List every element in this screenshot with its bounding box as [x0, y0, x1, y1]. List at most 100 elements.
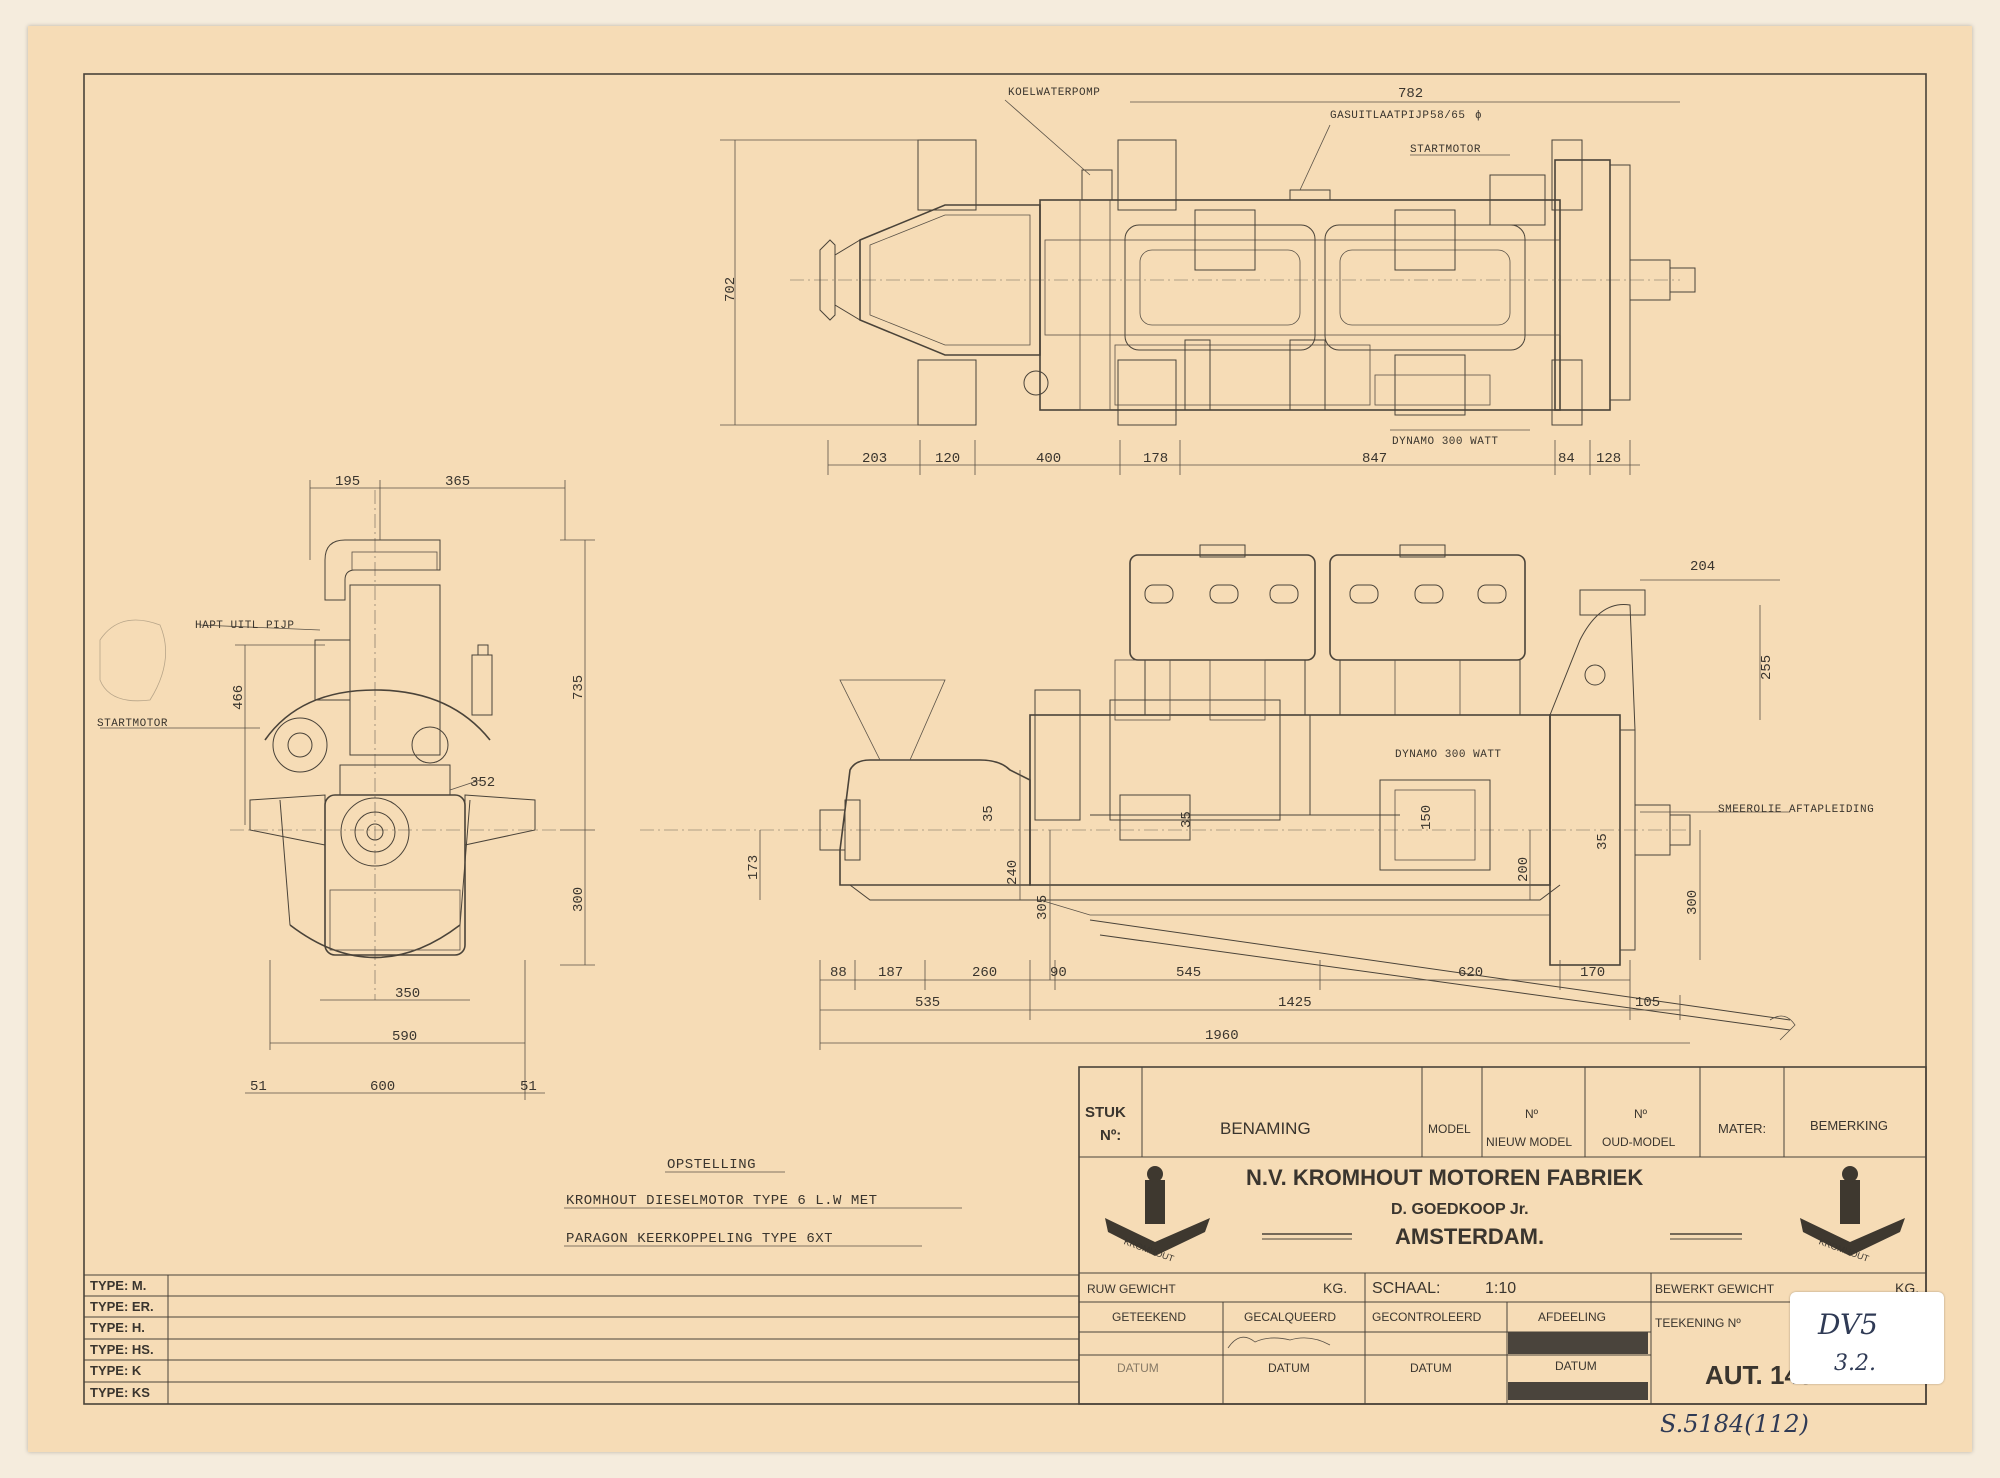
top-view: KOELWATERPOMP GASUITLAATPIJP 58/65 ϕ STA… [720, 86, 1696, 475]
tb-schaal: SCHAAL: [1372, 1280, 1440, 1297]
label-koelwaterpomp: KOELWATERPOMP [1008, 87, 1100, 99]
type-row-h: TYPE: H. [90, 1320, 145, 1335]
caption-line-2: KROMHOUT DIESELMOTOR TYPE 6 L.W MET [566, 1193, 878, 1209]
dim-120: 120 [935, 451, 960, 467]
dim-352: 352 [470, 775, 495, 791]
dim-365: 365 [445, 474, 470, 490]
dim-35-c: 35 [1595, 833, 1611, 850]
dim-305: 305 [1035, 895, 1051, 920]
dim-260: 260 [972, 965, 997, 981]
dim-35-a: 35 [981, 805, 997, 822]
dim-195: 195 [335, 474, 360, 490]
label-hapt-uitl-pijp: HAPT UITL PIJP [195, 620, 294, 632]
tb-model: MODEL [1428, 1122, 1471, 1136]
signature [1227, 1336, 1331, 1349]
drawing-sheet [28, 26, 1972, 1452]
tb-gecalqueerd: GECALQUEERD [1244, 1310, 1336, 1324]
dim-1425: 1425 [1278, 995, 1312, 1011]
dim-702: 702 [723, 277, 739, 302]
drawing-border [83, 73, 1927, 1405]
dim-150: 150 [1419, 805, 1435, 830]
type-row-er: TYPE: ER. [90, 1299, 154, 1314]
label-gasuitlaatpijp: GASUITLAATPIJP [1330, 110, 1429, 122]
dim-400: 400 [1036, 451, 1061, 467]
label-startmotor-top: STARTMOTOR [1410, 144, 1481, 156]
caption-line-3: PARAGON KEERKOPPELING TYPE 6XT [566, 1231, 833, 1247]
dim-187: 187 [878, 965, 903, 981]
dim-203: 203 [862, 451, 887, 467]
dim-170: 170 [1580, 965, 1605, 981]
dim-84: 84 [1558, 451, 1575, 467]
dim-51-right: 51 [520, 1079, 537, 1095]
archive-number: S.5184(112) [1660, 1410, 1809, 1438]
kromhout-logo-left: KROMHOUT [1105, 1166, 1210, 1264]
tb-schaal-value: 1:10 [1485, 1280, 1516, 1297]
dim-1960: 1960 [1205, 1028, 1239, 1044]
dim-200: 200 [1516, 857, 1532, 882]
dim-240: 240 [1005, 860, 1021, 885]
label-startmotor-end: STARTMOTOR [97, 718, 168, 730]
note-card-text: DV5 3.2. [1817, 1308, 1878, 1376]
dim-620: 620 [1458, 965, 1483, 981]
tb-bemerking: BEMERKING [1810, 1118, 1888, 1133]
tb-benaming: BENAMING [1220, 1119, 1311, 1138]
dim-735: 735 [571, 675, 587, 700]
tb-afdeeling: AFDEELING [1538, 1310, 1606, 1324]
title-block: STUK Nº: BENAMING MODEL Nº NIEUW MODEL N… [1078, 1066, 1927, 1405]
dim-178: 178 [1143, 451, 1168, 467]
caption-title: OPSTELLING [667, 1157, 756, 1173]
tb-nieuw-model: NIEUW MODEL [1486, 1135, 1572, 1149]
tb-owner: D. GOEDKOOP Jr. [1391, 1201, 1529, 1218]
tb-nieuw-no: Nº [1525, 1107, 1539, 1121]
tb-mater: MATER: [1718, 1121, 1766, 1136]
tb-kg-1: KG. [1323, 1280, 1347, 1296]
tb-datum-2: DATUM [1268, 1361, 1310, 1375]
tb-teekening-no: TEEKENING Nº [1655, 1316, 1741, 1330]
tb-oud-no: Nº [1634, 1107, 1648, 1121]
dim-90: 90 [1050, 965, 1067, 981]
tb-city: AMSTERDAM. [1395, 1224, 1544, 1249]
dim-782: 782 [1398, 86, 1423, 102]
type-row-hs: TYPE: HS. [90, 1342, 154, 1357]
tb-datum-3: DATUM [1410, 1361, 1452, 1375]
dim-466: 466 [231, 685, 247, 710]
dim-105: 105 [1635, 995, 1660, 1011]
dim-590: 590 [392, 1029, 417, 1045]
label-gas-size: 58/65 [1430, 110, 1466, 122]
type-row-m: TYPE: M. [90, 1278, 146, 1293]
tb-geteekend: GETEEKEND [1112, 1310, 1186, 1324]
type-row-ks: TYPE: KS [90, 1385, 150, 1400]
side-view: DYNAMO 300 WATT SMEEROLIE AFTAPLEIDING 2… [640, 544, 1874, 1050]
dim-300-side: 300 [1685, 890, 1701, 915]
dim-173: 173 [746, 855, 762, 880]
tb-bewerkt-gewicht: BEWERKT GEWICHT [1655, 1282, 1775, 1296]
tb-gecontroleerd: GECONTROLEERD [1372, 1310, 1482, 1324]
note-line-2: 3.2. [1834, 1351, 1876, 1376]
type-table: TYPE: M. TYPE: ER. TYPE: H. TYPE: HS. TY… [83, 1274, 1080, 1405]
label-dynamo-top: DYNAMO 300 WATT [1392, 436, 1499, 448]
dim-600: 600 [370, 1079, 395, 1095]
dim-535: 535 [915, 995, 940, 1011]
dim-847: 847 [1362, 451, 1387, 467]
dim-300-end: 300 [571, 887, 587, 912]
label-dynamo-side: DYNAMO 300 WATT [1395, 749, 1502, 761]
dim-88: 88 [830, 965, 847, 981]
caption: OPSTELLING KROMHOUT DIESELMOTOR TYPE 6 L… [564, 1157, 962, 1247]
dim-350: 350 [395, 986, 420, 1002]
tb-no: Nº: [1100, 1127, 1121, 1144]
label-smeerolie: SMEEROLIE AFTAPLEIDING [1718, 804, 1874, 816]
tb-datum-4: DATUM [1555, 1359, 1597, 1373]
tb-datum-1: DATUM [1117, 1361, 1159, 1375]
kromhout-logo-right: KROMHOUT [1800, 1166, 1905, 1264]
dim-128: 128 [1596, 451, 1621, 467]
note-line-1: DV5 [1817, 1308, 1878, 1341]
tb-oud-model: OUD-MODEL [1602, 1135, 1676, 1149]
dim-204: 204 [1690, 559, 1715, 575]
archive-note-card: DV5 3.2. [1790, 1292, 1944, 1384]
dim-51-left: 51 [250, 1079, 267, 1095]
label-gas-phi: ϕ [1475, 110, 1482, 122]
dim-255: 255 [1759, 655, 1775, 680]
dim-35-b: 35 [1179, 811, 1195, 828]
tb-company: N.V. KROMHOUT MOTOREN FABRIEK [1246, 1165, 1643, 1190]
